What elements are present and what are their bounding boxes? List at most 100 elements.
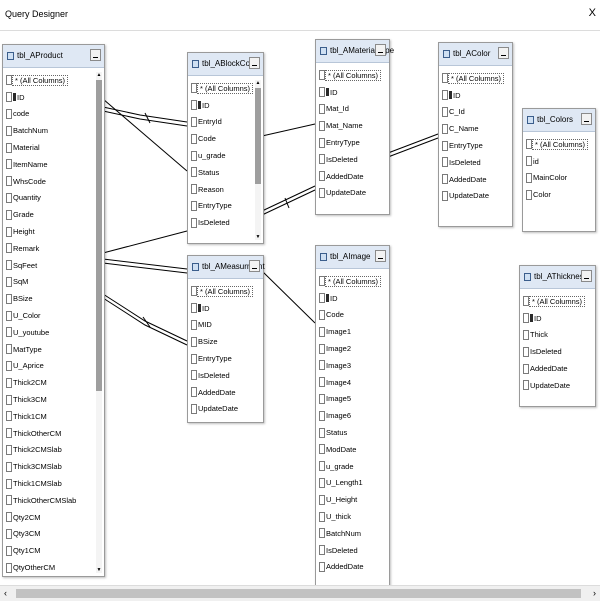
column-row[interactable]: Status [191,164,253,181]
column-checkbox[interactable] [6,444,12,455]
column-row[interactable]: C_Id [442,104,509,121]
table-header[interactable]: tbl_AMaterialType [316,40,394,63]
column-row[interactable]: u_grade [319,458,386,475]
column-checkbox[interactable] [6,562,12,573]
column-row[interactable]: BSize [191,333,260,350]
column-checkbox[interactable] [319,309,325,320]
column-row[interactable]: EntryType [442,137,509,154]
horizontal-scrollbar[interactable]: ‹ › [0,585,600,601]
column-row[interactable]: Thick [523,327,592,344]
column-row[interactable]: IsDeleted [191,367,260,384]
column-checkbox[interactable] [191,403,197,414]
column-checkbox[interactable] [191,217,197,228]
column-checkbox[interactable] [191,200,197,211]
column-row[interactable]: MatType [6,341,94,358]
column-row[interactable]: Code [319,307,386,324]
column-checkbox[interactable] [319,87,325,98]
column-checkbox[interactable] [6,293,12,304]
column-checkbox[interactable] [442,190,448,201]
column-checkbox[interactable] [6,344,12,355]
column-checkbox[interactable] [191,83,197,94]
column-row[interactable]: Thick3CM [6,391,94,408]
column-row[interactable]: BatchNum [319,525,386,542]
column-row[interactable]: ThickOtherCMSlab [6,492,94,509]
column-row[interactable]: Qty1CM [6,542,94,559]
column-checkbox[interactable] [319,410,325,421]
column-checkbox[interactable] [6,142,12,153]
column-checkbox[interactable] [523,346,529,357]
column-row[interactable]: IsDeleted [319,542,386,559]
vertical-scrollbar[interactable]: ▲▼ [255,80,261,240]
table-header[interactable]: tbl_ABlockCode [188,53,263,76]
column-row[interactable]: Thick3CMSlab [6,458,94,475]
column-row[interactable]: AddedDate [523,360,592,377]
column-row[interactable]: Image3 [319,357,386,374]
all-columns-row[interactable]: * (All Columns) [526,136,592,153]
column-row[interactable]: AddedDate [442,171,509,188]
scroll-left-arrow[interactable]: ‹ [4,588,7,598]
column-checkbox[interactable] [319,326,325,337]
table-header[interactable]: tbl_Colors [523,109,595,132]
column-checkbox[interactable] [6,276,12,287]
column-row[interactable]: BSize [6,290,94,307]
close-button[interactable]: X [588,7,596,19]
column-row[interactable]: C_Name [442,120,509,137]
column-row[interactable]: Reason [191,181,253,198]
minimize-button[interactable] [375,44,386,56]
column-row[interactable]: ID [191,97,253,114]
column-checkbox[interactable] [319,377,325,388]
column-checkbox[interactable] [6,377,12,388]
all-columns-row[interactable]: * (All Columns) [523,293,592,310]
column-row[interactable]: ID [319,84,386,101]
column-row[interactable]: Qty3CM [6,526,94,543]
minimize-button[interactable] [249,260,260,272]
column-checkbox[interactable] [191,353,197,364]
column-checkbox[interactable] [191,319,197,330]
column-checkbox[interactable] [191,387,197,398]
column-checkbox[interactable] [6,495,12,506]
column-checkbox[interactable] [319,70,325,81]
table-header[interactable]: tbl_AProduct [3,45,104,68]
column-checkbox[interactable] [319,427,325,438]
column-checkbox[interactable] [6,226,12,237]
all-columns-row[interactable]: * (All Columns) [191,80,253,97]
column-checkbox[interactable] [6,159,12,170]
scroll-up-arrow[interactable]: ▲ [255,80,261,86]
minimize-button[interactable] [90,49,101,61]
vertical-scrollbar-thumb[interactable] [255,88,261,184]
column-row[interactable]: SqFeet [6,257,94,274]
column-checkbox[interactable] [442,140,448,151]
table-header[interactable]: tbl_AMeasurment [188,256,265,279]
column-row[interactable]: UpdateDate [523,377,592,394]
column-checkbox[interactable] [442,90,448,101]
column-checkbox[interactable] [191,184,197,195]
column-checkbox[interactable] [191,303,197,314]
column-checkbox[interactable] [319,137,325,148]
column-row[interactable]: AddedDate [319,168,386,185]
column-row[interactable]: u_grade [191,147,253,164]
column-checkbox[interactable] [191,286,197,297]
column-checkbox[interactable] [319,154,325,165]
column-checkbox[interactable] [526,156,532,167]
column-checkbox[interactable] [6,428,12,439]
column-row[interactable]: Qty2CM [6,509,94,526]
column-row[interactable]: IsDeleted [523,343,592,360]
column-row[interactable]: code [6,106,94,123]
column-checkbox[interactable] [319,171,325,182]
column-checkbox[interactable] [526,139,532,150]
column-checkbox[interactable] [6,125,12,136]
column-row[interactable]: Image2 [319,340,386,357]
column-row[interactable]: Status [319,424,386,441]
column-checkbox[interactable] [523,296,529,307]
column-row[interactable]: ID [191,300,260,317]
all-columns-row[interactable]: * (All Columns) [6,72,94,89]
column-checkbox[interactable] [319,461,325,472]
table-header[interactable]: tbl_AColor [439,43,512,66]
column-row[interactable]: UpdateDate [442,188,509,205]
minimize-button[interactable] [581,270,592,282]
